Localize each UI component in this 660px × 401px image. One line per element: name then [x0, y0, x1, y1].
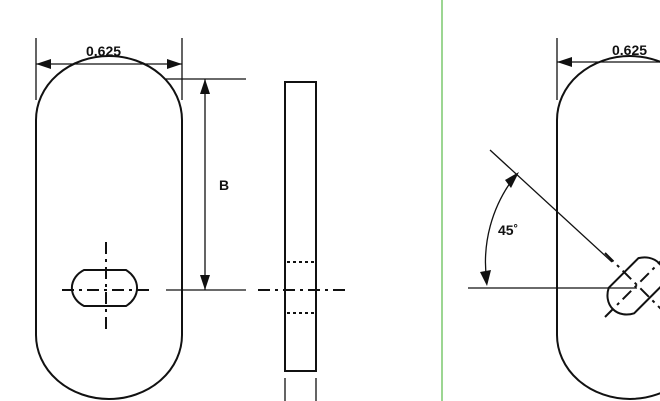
left-front-view: 0.625 B [35, 38, 246, 400]
width-dimension-label-right: 0.625 [612, 42, 647, 58]
plate-outline-right [556, 55, 660, 400]
angle-arc [484, 174, 517, 284]
angle-arrowhead-bottom [480, 270, 491, 286]
arrowhead-bottom [200, 275, 210, 290]
arrowhead-right [167, 59, 182, 69]
rotated-d-hole [606, 256, 660, 316]
width-dimension-label: 0.625 [86, 43, 121, 59]
angle-dimension-label: 45˚ [498, 222, 518, 238]
length-dimension-label: B [219, 177, 229, 193]
arrowhead-left-right-view [557, 57, 572, 67]
angle-arrowhead-top [505, 172, 519, 188]
angle-leader [489, 149, 613, 263]
right-front-view [468, 38, 660, 400]
side-view-outline [284, 81, 317, 372]
d-hole [70, 269, 139, 307]
arrowhead-top [200, 79, 210, 94]
arrowhead-left [36, 59, 51, 69]
rotated-center-line-b [604, 252, 660, 310]
left-side-view [258, 81, 346, 401]
plate-outline [35, 55, 183, 400]
